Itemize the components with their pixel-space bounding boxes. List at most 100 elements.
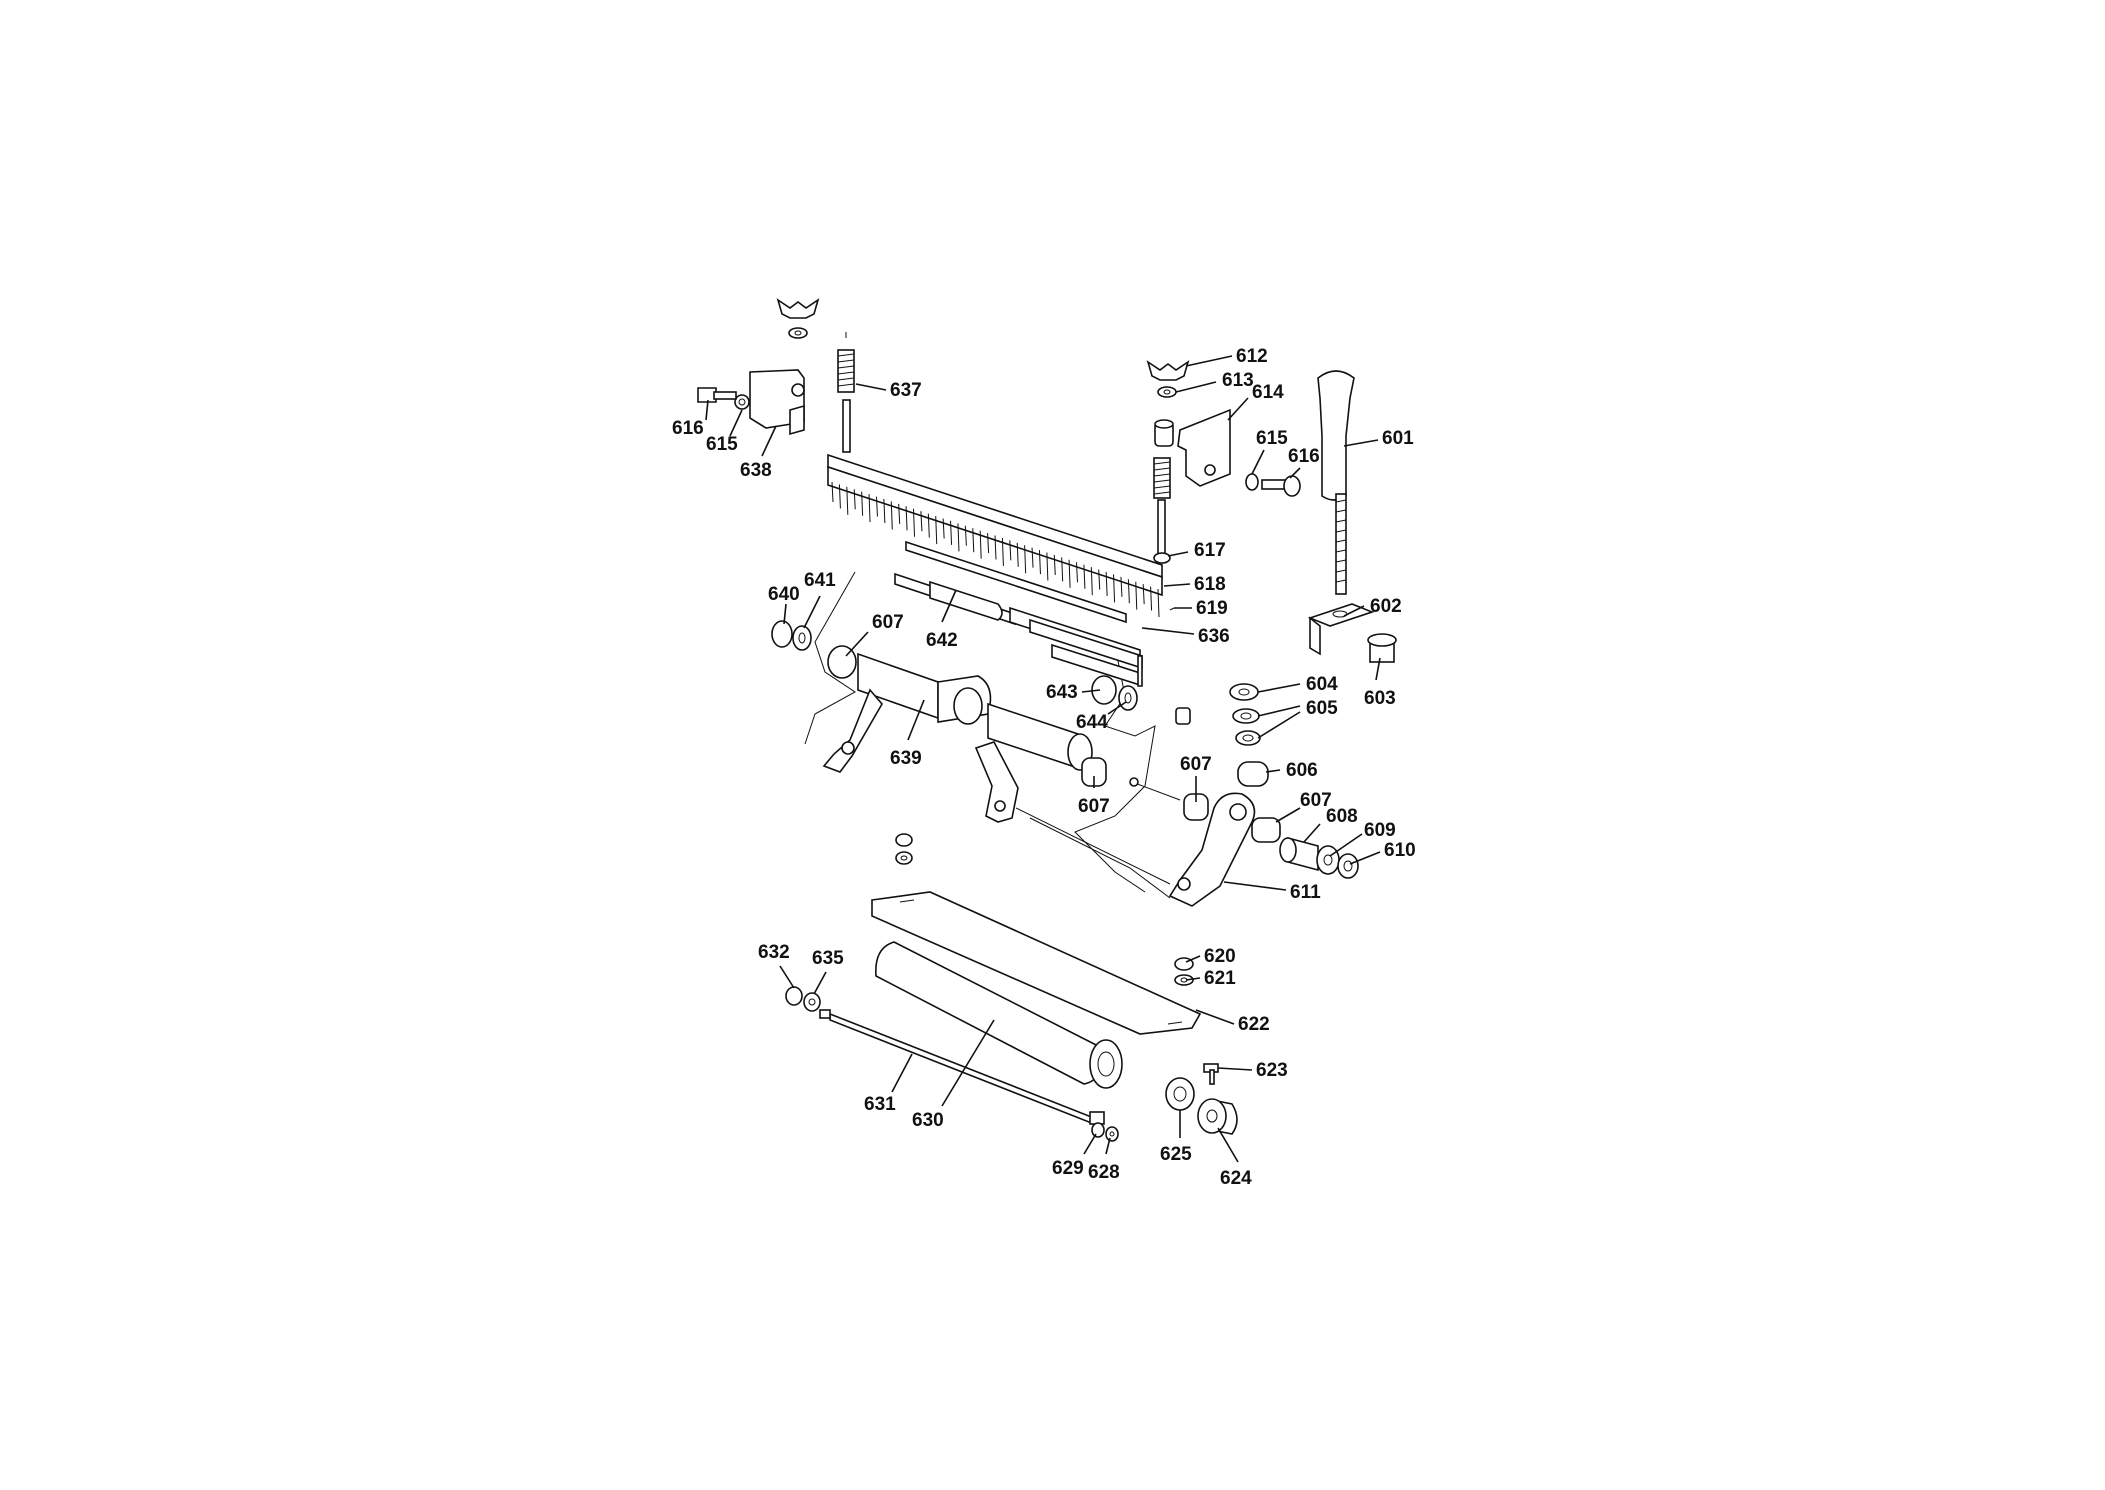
bristle xyxy=(1016,542,1019,567)
wing-nut-left xyxy=(776,298,820,339)
frame-outline xyxy=(804,571,1171,899)
bristle xyxy=(964,525,967,546)
bristle xyxy=(1135,581,1138,610)
bracket-left xyxy=(697,369,805,436)
label-643: 643 xyxy=(1046,682,1078,703)
bristle xyxy=(875,496,878,517)
brush-head xyxy=(827,453,1163,618)
bristle xyxy=(1113,574,1116,603)
bristle xyxy=(1024,545,1027,574)
label-615-left: 615 xyxy=(706,434,738,455)
spacers-643-644 xyxy=(1091,675,1191,725)
bristle xyxy=(890,501,893,530)
label-616-left: 616 xyxy=(672,418,704,439)
bristle xyxy=(1061,557,1064,582)
bristle xyxy=(1076,562,1078,583)
label-611: 611 xyxy=(1290,882,1321,903)
nuts-628-629 xyxy=(1091,1122,1119,1142)
label-612: 612 xyxy=(1236,346,1268,367)
label-624: 624 xyxy=(1220,1168,1252,1189)
label-603: 603 xyxy=(1364,688,1396,709)
label-617: 617 xyxy=(1194,540,1226,561)
scraper-plate xyxy=(871,891,1202,1035)
bolt-623 xyxy=(1203,1063,1219,1085)
label-639: 639 xyxy=(890,748,922,769)
bearing-625 xyxy=(1165,1077,1195,1111)
label-614: 614 xyxy=(1252,382,1284,403)
label-620: 620 xyxy=(1204,946,1236,967)
bearing-624 xyxy=(1197,1098,1238,1135)
bristle xyxy=(831,481,834,503)
bristle xyxy=(1120,576,1123,597)
label-604: 604 xyxy=(1306,674,1338,695)
bristle xyxy=(838,484,841,509)
label-610: 610 xyxy=(1384,840,1416,861)
label-630: 630 xyxy=(912,1110,944,1131)
right-arm-611 xyxy=(1015,792,1256,907)
bristle xyxy=(1031,547,1034,568)
bracket-right xyxy=(1154,408,1301,497)
label-640: 640 xyxy=(768,584,800,605)
label-605: 605 xyxy=(1306,698,1338,719)
bristle xyxy=(1157,588,1160,618)
label-619: 619 xyxy=(1196,598,1228,619)
small-nuts-center xyxy=(895,833,913,865)
label-628: 628 xyxy=(1088,1162,1120,1183)
bush-606 xyxy=(1237,761,1269,787)
label-642: 642 xyxy=(926,630,958,651)
label-607-mid: 607 xyxy=(1078,796,1110,817)
roller-arm-assembly xyxy=(822,645,1093,823)
bristle xyxy=(1090,567,1093,596)
label-602: 602 xyxy=(1370,596,1402,617)
label-615-right: 615 xyxy=(1256,428,1288,449)
label-629: 629 xyxy=(1052,1158,1084,1179)
label-607-mid-right: 607 xyxy=(1180,754,1212,775)
label-635: 635 xyxy=(812,948,844,969)
label-616-right: 616 xyxy=(1288,446,1320,467)
roller-630 xyxy=(875,941,1123,1089)
spring-rod-right xyxy=(1153,457,1171,564)
bristle xyxy=(994,535,997,560)
label-621: 621 xyxy=(1204,968,1236,989)
bristle xyxy=(853,489,856,510)
bristle xyxy=(927,513,930,538)
bristle xyxy=(979,530,982,559)
washers-604-605 xyxy=(1229,683,1261,746)
label-607-left: 607 xyxy=(872,612,904,633)
leader-lines xyxy=(705,355,1381,1163)
bristle xyxy=(987,533,990,554)
bristle xyxy=(861,491,864,516)
bristle xyxy=(1150,586,1153,611)
label-637: 637 xyxy=(890,380,922,401)
bristle xyxy=(1142,584,1145,605)
bristle xyxy=(1001,537,1004,566)
label-607-right: 607 xyxy=(1300,790,1332,811)
bristle xyxy=(920,511,923,532)
bristle xyxy=(1046,552,1049,581)
bristle xyxy=(950,520,953,545)
nuts-620-621 xyxy=(1174,957,1194,986)
shafts xyxy=(894,540,1175,687)
bristle xyxy=(942,518,945,539)
label-606: 606 xyxy=(1286,760,1318,781)
label-608: 608 xyxy=(1326,806,1358,827)
label-632: 632 xyxy=(758,942,790,963)
bristle xyxy=(898,503,901,524)
parts-608-610 xyxy=(1279,836,1359,879)
label-618: 618 xyxy=(1194,574,1226,595)
bristle xyxy=(1009,540,1012,561)
bristle xyxy=(1105,571,1108,596)
bristle xyxy=(1098,569,1101,590)
wing-nut-right xyxy=(1146,360,1190,398)
bristle xyxy=(1053,554,1056,575)
label-601: 601 xyxy=(1382,428,1414,449)
adjuster-handle xyxy=(1317,370,1355,595)
part-labels: 612 613 614 601 615 616 617 618 619 636 … xyxy=(672,346,1416,1189)
washers-640-641 xyxy=(771,620,812,651)
spring-rod-left xyxy=(837,332,855,453)
angle-bracket xyxy=(1307,603,1375,656)
bristle xyxy=(1038,550,1041,575)
bristle xyxy=(913,508,915,537)
nuts-632-635 xyxy=(785,986,821,1012)
